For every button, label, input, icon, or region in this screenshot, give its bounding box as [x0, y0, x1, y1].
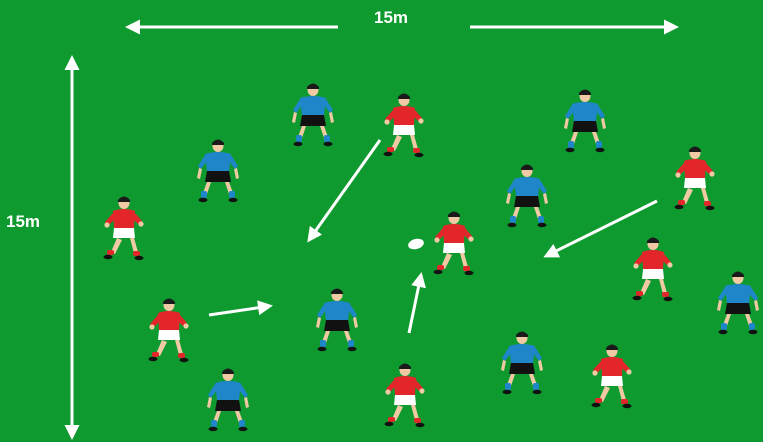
blue-player: [564, 90, 606, 153]
red-player: [633, 238, 673, 302]
red-player: [592, 345, 632, 409]
blue-player: [501, 332, 543, 395]
movement-arrow-left: [209, 306, 270, 315]
blue-player: [207, 369, 249, 432]
width-label: 15m: [374, 8, 408, 28]
red-player: [385, 364, 425, 428]
movement-arrow-forward: [409, 275, 421, 333]
movement-arrow-support: [309, 140, 380, 240]
movement-arrow-wide: [546, 201, 657, 256]
blue-player: [292, 84, 334, 147]
rugby-ball-icon: [407, 237, 425, 251]
height-label: 15m: [6, 212, 40, 232]
blue-player: [316, 289, 358, 352]
red-player: [104, 197, 144, 261]
blue-player: [506, 165, 548, 228]
red-player: [149, 299, 189, 363]
red-player: [384, 94, 424, 158]
red-player: [675, 147, 715, 211]
blue-player: [197, 140, 239, 203]
red-player: [434, 212, 474, 276]
blue-player: [717, 272, 759, 335]
